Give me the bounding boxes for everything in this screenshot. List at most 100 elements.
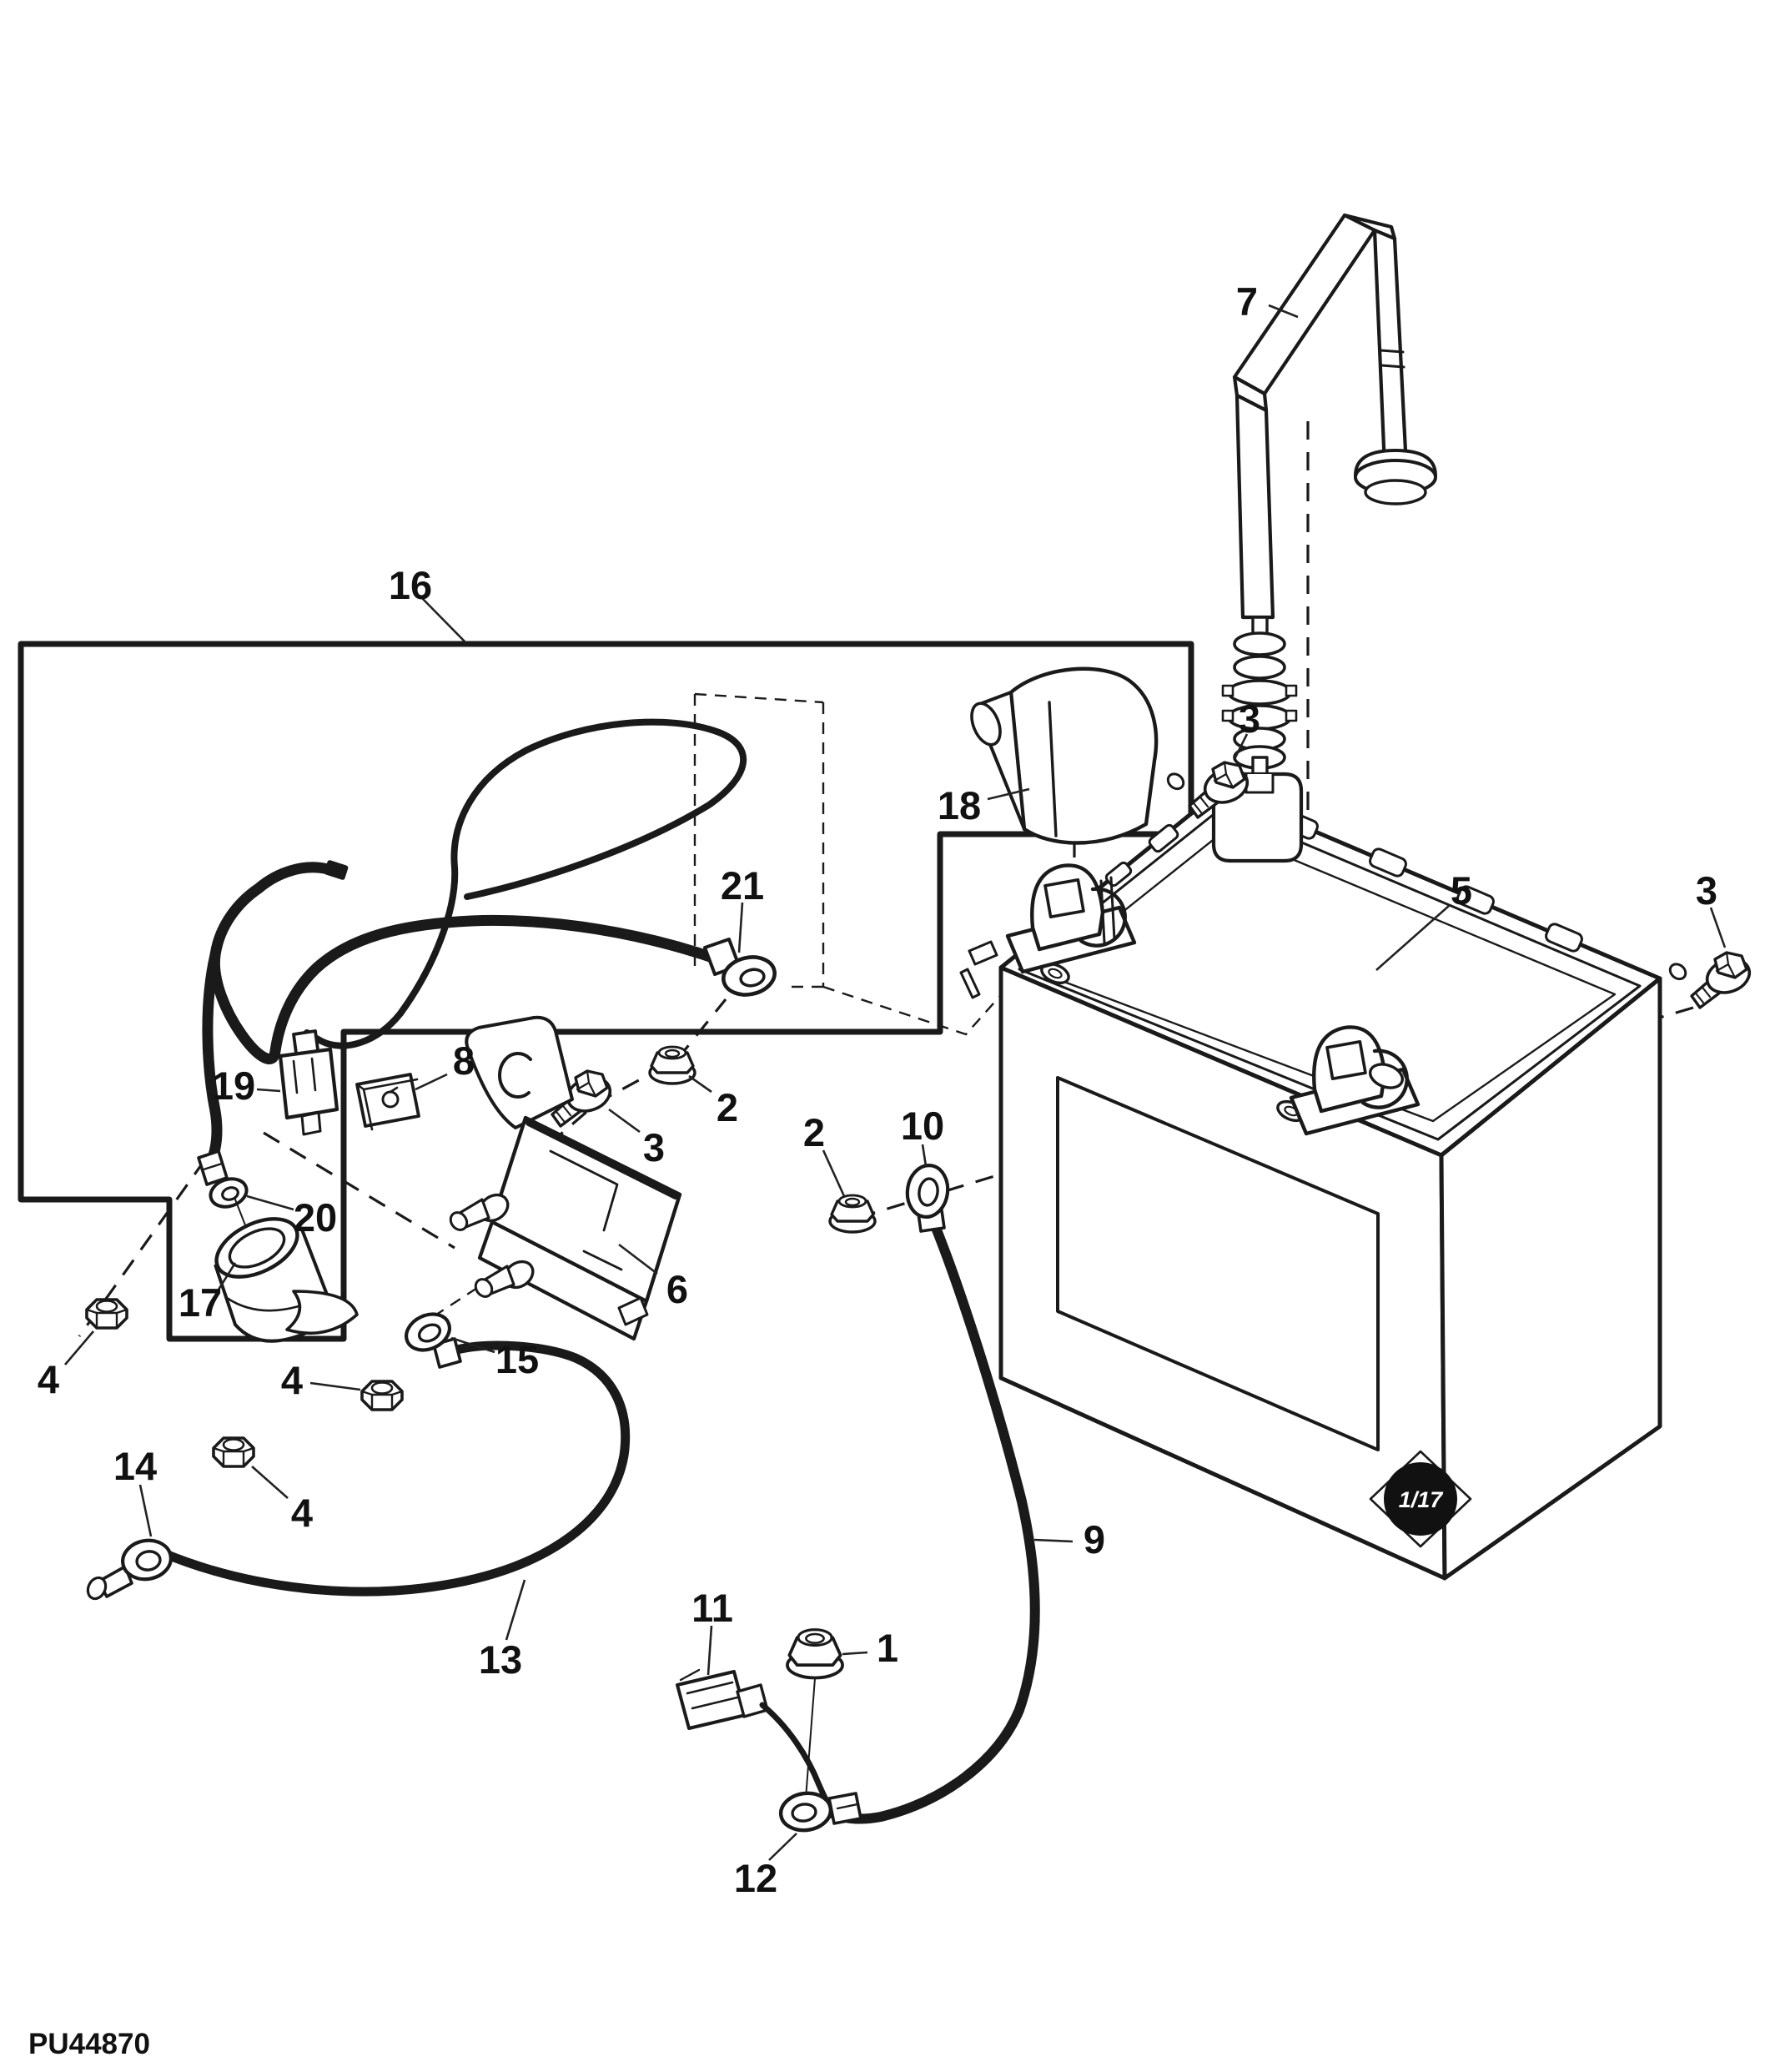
callout-7-1: 7: [1236, 279, 1258, 324]
battery-badge: 1/17: [1369, 1450, 1472, 1548]
callout-leader-8-7: [415, 1073, 448, 1091]
ring-terminal-14: [86, 1538, 173, 1601]
callout-1-23: 1: [877, 1626, 898, 1670]
dash-window-to-terminal: [822, 942, 1048, 1036]
connector-19: [278, 1029, 339, 1136]
battery-cable-9: [827, 1215, 1040, 1824]
harness-tape: [324, 860, 349, 880]
callout-19-12: 19: [212, 1064, 255, 1108]
power-socket-17: [214, 1217, 359, 1343]
callout-leader-20-13: [246, 1194, 294, 1211]
callout-20-13: 20: [294, 1195, 337, 1240]
dash-harness-to-solenoid: [263, 1131, 455, 1250]
solenoid-stud-lower: [474, 1260, 535, 1298]
callout-17-14: 17: [179, 1280, 222, 1325]
dash-ring15-to-stud: [433, 1286, 478, 1318]
battery-vent-caps: [1104, 810, 1583, 953]
callout-12-25: 12: [734, 1856, 777, 1900]
callout-2-9: 2: [717, 1085, 738, 1129]
battery-terminal-front: [1289, 1025, 1421, 1136]
battery-right-face: [1439, 976, 1662, 1581]
nut1-to-ring12-line: [805, 1677, 816, 1799]
callout-14-20: 14: [113, 1444, 157, 1488]
bolt-3b: [1668, 951, 1752, 1009]
callout-leader-6-15: [618, 1243, 658, 1275]
figure-code: PU44870: [28, 2028, 150, 2060]
hex-nut-4b: [212, 1436, 255, 1468]
ground-cable-13: [158, 1340, 631, 1597]
callout-leader-3-8: [608, 1108, 641, 1134]
callout-leader-21-6: [737, 902, 744, 953]
callout-leader-7-1: [1268, 304, 1299, 319]
hex-nut-4c: [360, 1380, 404, 1411]
callout-3-2: 3: [1239, 697, 1260, 741]
callout-6-15: 6: [666, 1267, 688, 1311]
flange-nut-1: [786, 1628, 844, 1680]
flange-nut-2b: [828, 1194, 877, 1234]
solenoid: [449, 1015, 682, 1341]
callout-leader-4-17: [64, 1330, 94, 1365]
clip-nut-8: [355, 1073, 420, 1131]
callout-leader-12-25: [768, 1833, 797, 1861]
ring-terminal-20: [197, 1149, 251, 1239]
bolt-3a: [1166, 761, 1250, 819]
callout-leader-4-19: [251, 1466, 289, 1499]
callout-15-16: 15: [495, 1337, 539, 1381]
connector-11: [676, 1668, 769, 1730]
dash-window-18: [693, 692, 825, 988]
solenoid-stud-upper: [449, 1193, 510, 1231]
callout-18-3: 18: [938, 783, 981, 827]
callout-leader-5-4: [1375, 905, 1450, 971]
harness-boundary-box: [18, 641, 1194, 1342]
ring-terminal-12: [778, 1791, 862, 1833]
callout-13-21: 13: [479, 1637, 522, 1682]
callout-leader-16-0: [420, 596, 466, 643]
callout-leader-14-20: [138, 1484, 153, 1537]
callout-leader-11-22: [706, 1625, 713, 1676]
ring-terminal-10: [905, 1164, 950, 1233]
callout-leader-17-14: [217, 1262, 237, 1290]
callout-9-24: 9: [1084, 1517, 1105, 1562]
battery: 1/17: [959, 788, 1662, 1581]
callout-leader-3-2: [1233, 733, 1249, 760]
callout-8-7: 8: [453, 1039, 475, 1083]
callout-3-5: 3: [1696, 868, 1717, 913]
positive-cable-boot: [970, 666, 1159, 845]
callout-leader-2-9: [688, 1074, 712, 1094]
callout-leader-13-21: [505, 1579, 526, 1641]
callout-4-17: 4: [38, 1357, 59, 1401]
rod-dome-foot: [1354, 449, 1437, 505]
top-boss-rear-inner: [1048, 968, 1063, 979]
callout-10-11: 10: [901, 1104, 944, 1148]
callout-4-18: 4: [281, 1358, 303, 1402]
battery-terminal-rear: [1005, 863, 1137, 974]
callout-leader-4-18: [309, 1381, 361, 1391]
callout-leader-15-16: [450, 1336, 495, 1354]
ring-terminal-21: [703, 938, 777, 997]
battery-label-panel: [1056, 1076, 1380, 1451]
callout-leader-9-24: [1033, 1538, 1074, 1543]
callout-leader-10-11: [921, 1144, 928, 1167]
callout-leader-1-23: [842, 1651, 868, 1656]
battery-top-seam-outer: [1018, 807, 1642, 1141]
callout-4-19: 4: [291, 1491, 313, 1535]
hold-down-rod: [1211, 213, 1437, 863]
flange-nut-2a: [648, 1045, 696, 1085]
rod-washer-stack: [1221, 616, 1298, 779]
callout-leader-18-3: [987, 787, 1030, 801]
callout-5-4: 5: [1451, 868, 1472, 913]
callout-21-6: 21: [721, 863, 764, 908]
battery-top-seam-inner: [1043, 829, 1617, 1123]
harness-cable: [202, 718, 747, 1170]
hex-nut-4a: [85, 1298, 128, 1330]
callout-leader-3-5: [1709, 907, 1727, 948]
callout-16-0: 16: [389, 563, 432, 607]
callout-11-22: 11: [691, 1586, 733, 1630]
callout-2-10: 2: [803, 1110, 825, 1154]
battery-badge-text: 1/17: [1399, 1487, 1445, 1512]
battery-corner-clips: [959, 940, 998, 999]
callout-leader-2-10: [822, 1149, 846, 1197]
